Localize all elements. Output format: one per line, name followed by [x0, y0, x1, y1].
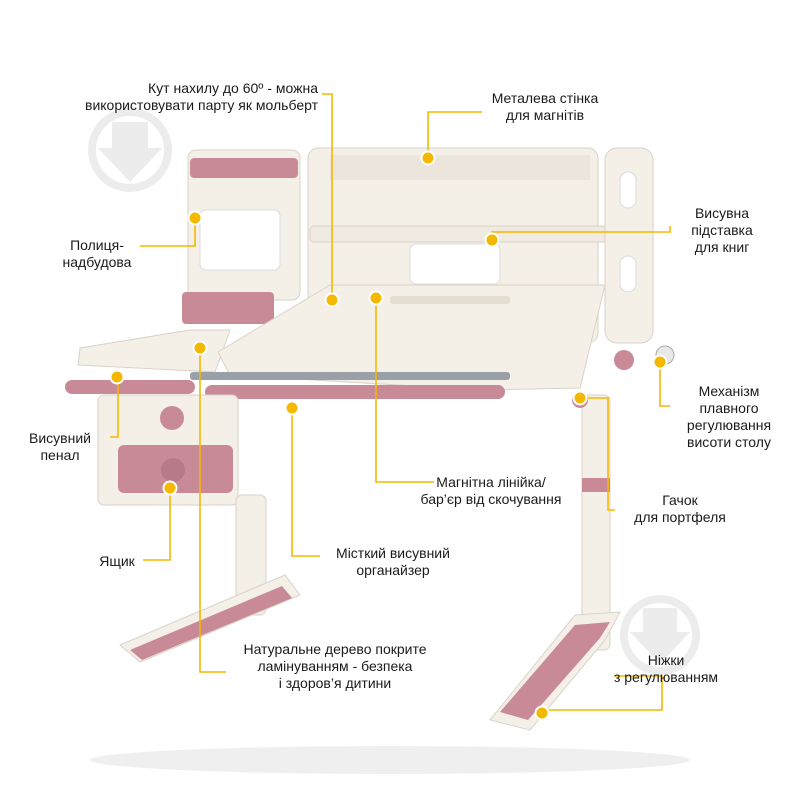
label-metal-line-2: для магнітів [505, 107, 585, 123]
label-bookstand-line-3: для книг [694, 239, 750, 255]
drawer-rail [65, 372, 510, 399]
label-ruler-line-1: Магнітна лінійка/ [436, 474, 546, 490]
right-leg [489, 394, 621, 731]
label-pencil-case: Висувний пенал [12, 430, 108, 464]
label-bookstand: Висувна підставка для книг [672, 205, 772, 256]
label-drawer-line-1: Ящик [99, 553, 135, 569]
label-wood-line-3: і здоров’я дитини [278, 675, 392, 691]
watermark-icon-bottom-right [620, 595, 700, 675]
callout-dots [109, 150, 668, 721]
label-mechanism: Механізм плавного регулювання висоти сто… [672, 383, 786, 451]
label-shelf-line-2: надбудова [62, 254, 132, 270]
label-mechanism-line-1: Механізм [698, 383, 760, 399]
label-legs-line-2: з регулюванням [613, 669, 719, 685]
shelf-unit [187, 149, 301, 301]
label-tilt-line-2: використовувати парту як мольберт [85, 97, 318, 113]
label-hook: Гачок для портфеля [618, 492, 742, 526]
label-organizer-line-2: органайзер [356, 562, 430, 578]
height-knob [614, 350, 634, 370]
label-legs: Ніжки з регулюванням [600, 652, 732, 686]
label-bookstand-line-2: підставка [691, 222, 753, 238]
left-leg [119, 494, 301, 663]
drawer-pedestal [97, 394, 239, 506]
label-legs-line-1: Ніжки [647, 652, 685, 668]
label-drawer: Ящик [92, 553, 142, 570]
label-wood-line-1: Натуральне дерево покрите [243, 641, 427, 657]
label-mechanism-line-4: висоти столу [687, 434, 771, 450]
label-shelf: Полиця- надбудова [52, 237, 142, 271]
label-organizer: Місткий висувний органайзер [318, 545, 468, 579]
label-bookstand-line-1: Висувна [694, 205, 750, 221]
desk-top [77, 284, 606, 391]
label-pencil-line-2: пенал [40, 447, 80, 463]
label-organizer-line-1: Місткий висувний [336, 545, 450, 561]
callout-lines [110, 93, 671, 711]
label-tilt: Кут нахилу до 60º - можна використовуват… [60, 80, 318, 114]
label-ruler: Магнітна лінійка/ бар’єр від скочування [392, 474, 590, 508]
label-mechanism-line-2: плавного [699, 400, 759, 416]
label-wood-line-2: ламінуванням - безпека [257, 658, 413, 674]
label-ruler-line-2: бар’єр від скочування [420, 491, 562, 507]
floor-shadow [90, 746, 690, 774]
label-hook-line-1: Гачок [662, 492, 698, 508]
label-shelf-line-1: Полиця- [70, 237, 124, 253]
pencil-box [182, 292, 274, 324]
label-hook-line-2: для портфеля [634, 509, 726, 525]
watermark-icon-top-left [88, 108, 172, 192]
label-pencil-line-1: Висувний [29, 430, 91, 446]
label-wood: Натуральне дерево покрите ламінуванням -… [220, 641, 450, 692]
label-metal-wall: Металева стінка для магнітів [470, 90, 620, 124]
label-mechanism-line-3: регулювання [686, 417, 772, 433]
magnetic-ruler [390, 296, 510, 304]
label-metal-line-1: Металева стінка [491, 90, 599, 106]
label-tilt-line-1: Кут нахилу до 60º - можна [148, 80, 318, 96]
